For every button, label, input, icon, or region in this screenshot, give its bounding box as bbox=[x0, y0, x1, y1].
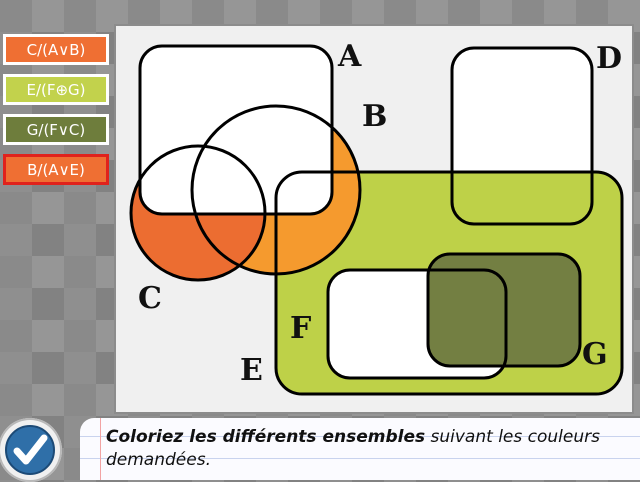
instruction-rest: suivant les couleurs demandées. bbox=[106, 427, 600, 470]
swatch-e[interactable]: E/(F⊕G) bbox=[3, 74, 109, 105]
instruction-text: Coloriez les différents ensembles suivan… bbox=[106, 426, 626, 472]
swatch-b[interactable]: B/(A∨E) bbox=[3, 154, 109, 185]
set-g-region[interactable] bbox=[428, 254, 580, 366]
swatch-g-label: G/(F∨C) bbox=[26, 120, 86, 139]
venn-diagram bbox=[129, 44, 624, 396]
swatch-e-label: E/(F⊕G) bbox=[26, 80, 86, 99]
label-g: G bbox=[582, 337, 608, 372]
checkmark-icon bbox=[5, 425, 55, 475]
label-b: B bbox=[362, 99, 388, 134]
swatch-b-label: B/(A∨E) bbox=[27, 160, 85, 179]
swatch-c[interactable]: C/(A∨B) bbox=[3, 34, 109, 65]
swatch-c-label: C/(A∨B) bbox=[26, 40, 86, 59]
label-c: C bbox=[138, 281, 162, 316]
validate-button[interactable] bbox=[0, 418, 62, 482]
swatch-g[interactable]: G/(F∨C) bbox=[3, 114, 109, 145]
label-d: D bbox=[596, 41, 623, 76]
venn-board: A B C D E F G bbox=[114, 24, 634, 414]
set-a-region[interactable] bbox=[140, 46, 332, 214]
instruction-panel: Coloriez les différents ensembles suivan… bbox=[80, 418, 640, 480]
color-legend: C/(A∨B) E/(F⊕G) G/(F∨C) B/(A∨E) bbox=[3, 34, 109, 194]
label-a: A bbox=[338, 39, 362, 74]
label-e: E bbox=[240, 353, 263, 388]
instruction-bold: Coloriez les différents ensembles bbox=[106, 427, 426, 447]
label-f: F bbox=[290, 311, 312, 346]
margin-line bbox=[100, 418, 101, 480]
